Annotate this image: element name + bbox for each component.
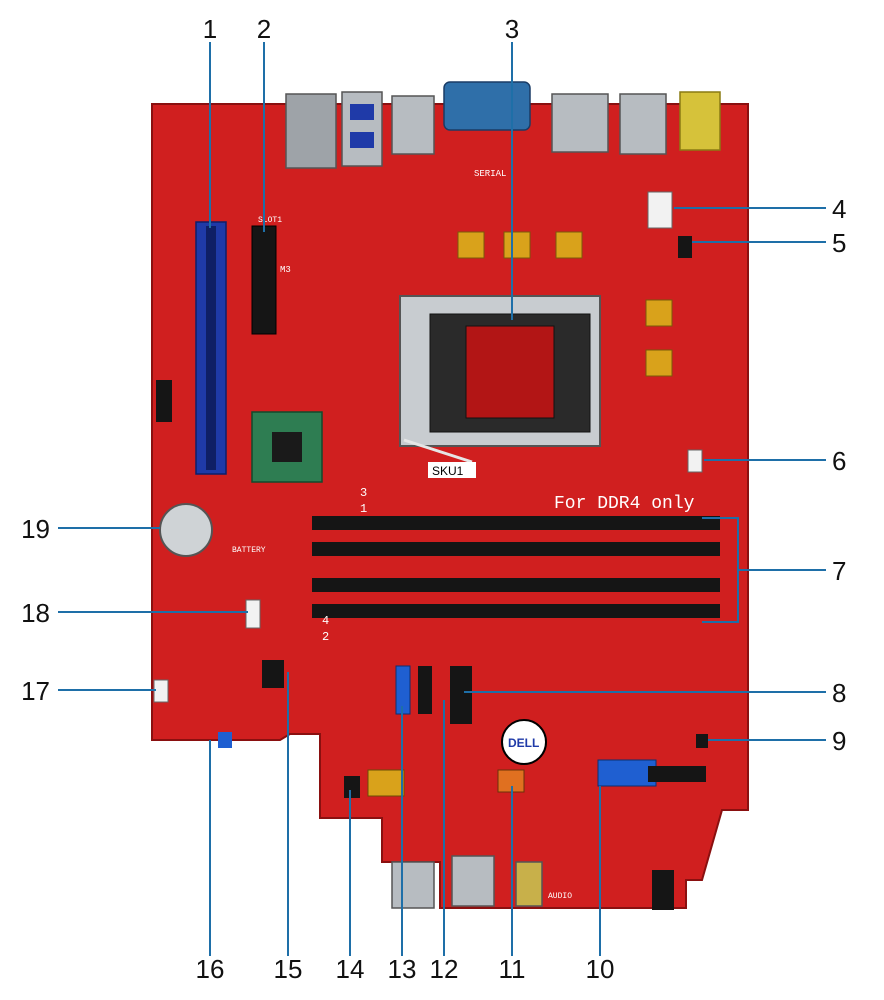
rear-io-panel (285, 81, 721, 169)
callout-10: 10 (586, 954, 615, 984)
usb-rear-stack-2 (391, 95, 435, 155)
callout-19: 19 (21, 514, 50, 544)
sata-connector-black (418, 666, 432, 714)
dimm-marking-4: 4 (322, 614, 329, 628)
callout-13: 13 (388, 954, 417, 984)
dimm-slots (312, 516, 720, 618)
audio-marking: AUDIO (548, 892, 572, 901)
dimm-slot-4 (312, 604, 720, 618)
ethernet-port (285, 93, 337, 169)
dimm-marking-2: 2 (322, 630, 329, 644)
atx-power-6pin (262, 660, 284, 688)
pcie-x1-slot (251, 225, 277, 335)
callout-5: 5 (832, 228, 846, 258)
serial-marking: SERIAL (474, 169, 506, 179)
power-button-front (652, 870, 674, 910)
sd-card-connector (153, 679, 169, 703)
front-panel-usb-header (597, 759, 657, 787)
dell-logo-text: DELL (508, 736, 539, 750)
callout-8: 8 (832, 678, 846, 708)
callout-2: 2 (257, 14, 271, 44)
front-audio-jack (515, 861, 543, 907)
power-button-connector (344, 776, 360, 798)
callout-15: 15 (274, 954, 303, 984)
power-connector-4pin (647, 191, 673, 229)
dimm-slot-3 (312, 578, 720, 592)
callout-1: 1 (203, 14, 217, 44)
dimm-slot-1 (312, 516, 720, 530)
callout-lines (58, 42, 826, 956)
dimm-marking-1: 1 (360, 502, 367, 516)
callout-12: 12 (430, 954, 459, 984)
audio-jack-rear (679, 91, 721, 151)
ddr4-note: For DDR4 only (554, 494, 695, 514)
slot1-marking: SLOT1 (258, 216, 282, 225)
dimm-marking-3: 3 (360, 486, 367, 500)
callout-3: 3 (505, 14, 519, 44)
m2-slot (450, 666, 472, 724)
callout-14: 14 (336, 954, 365, 984)
callout-9: 9 (832, 726, 846, 756)
callout-7: 7 (832, 556, 846, 586)
battery-marking: BATTERY (232, 546, 266, 555)
front-usb-1 (391, 861, 435, 909)
callout-18: 18 (21, 598, 50, 628)
header-right (648, 766, 706, 782)
callout-11: 11 (499, 954, 526, 984)
front-usb-2 (451, 855, 495, 907)
callout-numbers: 1 2 3 4 5 6 7 8 9 10 11 12 13 14 15 16 1… (21, 14, 846, 984)
fan-connector-6 (687, 449, 703, 473)
m3-marking: M3 (280, 265, 291, 275)
atx-power-8pin (367, 769, 405, 797)
cpu-socket (399, 295, 601, 464)
coin-cell-battery (159, 503, 213, 557)
callout-4: 4 (832, 194, 846, 224)
usb-rear-stack (341, 91, 383, 167)
callout-6: 6 (832, 446, 846, 476)
displayport-1 (551, 93, 609, 153)
callout-17: 17 (21, 676, 50, 706)
intrusion-switch-connector (696, 734, 708, 748)
callout-16: 16 (196, 954, 225, 984)
serial-port (443, 81, 531, 131)
jumper (218, 732, 232, 748)
displayport-2 (619, 93, 667, 155)
serial-header (156, 380, 172, 422)
sku-marking: SKU1 (432, 464, 464, 478)
speaker-connector (245, 599, 261, 629)
dell-logo (501, 719, 547, 765)
dimm-slot-2 (312, 542, 720, 556)
cpu-fan-connector (678, 236, 692, 258)
